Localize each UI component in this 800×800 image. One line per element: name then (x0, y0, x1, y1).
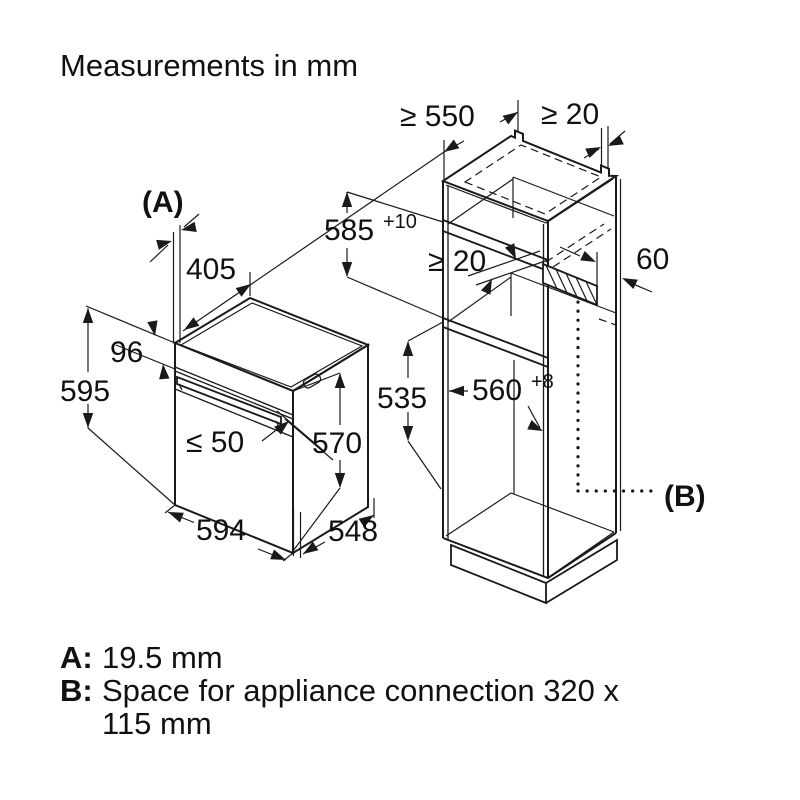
dim-570-label: 570 (312, 427, 362, 460)
dim-548-label: 548 (328, 515, 378, 548)
oven-control-panel-line-2 (174, 370, 294, 420)
dim-560-tolerance: +8 (531, 371, 554, 393)
dim-a-extension-lines (172, 225, 181, 343)
dim-405-label: 405 (186, 253, 236, 286)
legend-b-key: B: (60, 673, 93, 708)
oven-control-panel-line-1 (174, 366, 294, 416)
cabinet-compartment1-interior (447, 176, 615, 225)
cabinet-dimensions: ≥ 550 ≥ 20 585 +10 ≥ 20 60 560 +8 (B) (324, 98, 706, 513)
oven-right-face (292, 343, 369, 555)
dim-585-label: 585 (324, 214, 374, 247)
dim-595-label: 595 (60, 375, 110, 408)
dim-560-label: 560 (472, 374, 522, 407)
cabinet-plinth (450, 538, 618, 605)
legend-a-value: 19.5 mm (102, 640, 223, 675)
legend-a-key: A: (60, 640, 93, 675)
dim-60-label: 60 (636, 243, 669, 276)
oven-handle-bar (176, 375, 282, 426)
cabinet-compartment3-interior (445, 360, 615, 578)
legend-b-value-line1: Space for appliance connection 320 x (102, 673, 620, 708)
dim-550-label: ≥ 550 (400, 100, 475, 133)
dim-535-label: 535 (377, 382, 427, 415)
dim-20top-lines (583, 126, 626, 168)
dim-96-extension-lines (85, 305, 176, 370)
dim-20top-label: ≥ 20 (541, 98, 599, 131)
dim-20mid-label: ≥ 20 (428, 245, 486, 278)
oven-side-grip-hole (302, 373, 322, 389)
cabinet-compartment2-interior (447, 272, 617, 323)
cabinet-drawing (440, 129, 660, 605)
dim-20mid-lines (467, 250, 549, 286)
cabinet-shelf-2 (442, 317, 549, 368)
oven-top-rim (179, 302, 364, 388)
dim-a-leaders (149, 213, 200, 263)
dim-50-label: ≤ 50 (186, 426, 244, 459)
vent-hatch-lines (545, 264, 598, 306)
dim-550-lines (443, 100, 519, 180)
dim-96-label: 96 (110, 336, 143, 369)
dim-594-label: 594 (196, 514, 246, 547)
oven-dimensions: (A) 405 96 595 ≤ 50 570 594 (60, 151, 445, 565)
vent-hatch-strip (542, 262, 598, 307)
cabinet-top-rim (445, 178, 614, 224)
oven-door-seam (174, 388, 294, 438)
legend-b-value-line2: 115 mm (102, 706, 212, 741)
dim-405-construction-line (182, 151, 445, 332)
dim-a-label: (A) (142, 186, 184, 219)
legend: A: 19.5 mm B: Space for appliance connec… (60, 640, 620, 741)
page-title: Measurements in mm (60, 48, 358, 83)
dim-585-tolerance: +10 (383, 211, 417, 233)
cabinet-shelf-1 (442, 219, 549, 272)
label-b: (B) (664, 480, 706, 513)
cabinet-bottom-edges (442, 532, 617, 580)
cabinet-top-hidden-outline (463, 144, 603, 215)
